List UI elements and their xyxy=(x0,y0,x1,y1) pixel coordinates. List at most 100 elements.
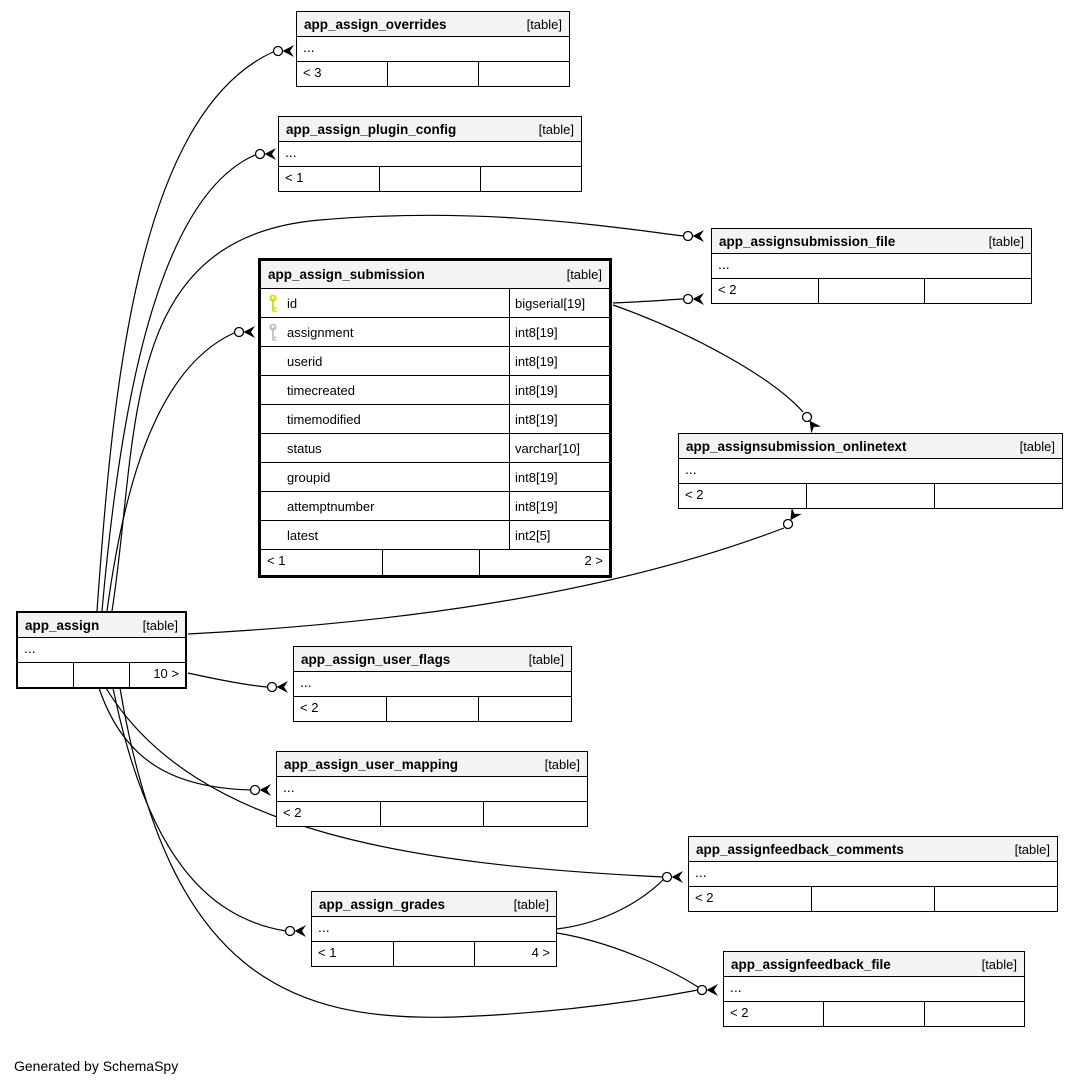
table-type-tag: [table] xyxy=(1019,438,1055,454)
column-row[interactable]: timemodified int8[19] xyxy=(261,405,609,434)
table-type-tag: [table] xyxy=(988,233,1024,249)
incoming-count: < 2 xyxy=(689,887,812,911)
column-name: timecreated xyxy=(287,382,355,398)
table-header[interactable]: app_assign_user_mapping [table] xyxy=(277,752,587,777)
table-app-assign-grades: app_assign_grades [table] ... < 1 4 > xyxy=(311,891,557,967)
relationship-count-row: < 2 xyxy=(712,279,1031,303)
relationship-edge xyxy=(101,154,256,612)
table-header[interactable]: app_assignfeedback_comments [table] xyxy=(689,837,1057,862)
incoming-count: < 2 xyxy=(294,697,387,721)
footer-cell xyxy=(824,1002,925,1026)
footer-cell xyxy=(380,167,481,191)
table-name[interactable]: app_assignsubmission_file xyxy=(719,233,896,249)
table-name[interactable]: app_assign_user_flags xyxy=(301,651,451,667)
column-row[interactable]: userid int8[19] xyxy=(261,347,609,376)
columns-ellipsis-row[interactable]: ... xyxy=(297,37,569,62)
table-name[interactable]: app_assign_overrides xyxy=(304,16,447,32)
table-name[interactable]: app_assign_plugin_config xyxy=(286,121,457,137)
outgoing-count: 10 > xyxy=(153,666,179,681)
column-row[interactable]: groupid int8[19] xyxy=(261,463,609,492)
columns-ellipsis-row[interactable]: ... xyxy=(279,142,581,167)
column-type: int8[19] xyxy=(509,347,609,375)
columns-ellipsis-row[interactable]: ... xyxy=(679,459,1062,484)
relationship-edge xyxy=(187,672,268,688)
relationship-edge xyxy=(612,298,684,304)
relationship-count-row: < 2 xyxy=(679,484,1062,508)
column-row[interactable]: assignment int8[19] xyxy=(261,318,609,347)
outgoing-count: 4 > xyxy=(531,945,551,960)
outgoing-count xyxy=(481,167,581,191)
table-name[interactable]: app_assign_grades xyxy=(319,896,446,912)
incoming-count: < 1 xyxy=(279,167,380,191)
footer-cell xyxy=(394,942,476,966)
zero-or-many-connector xyxy=(233,326,255,338)
relationship-edge xyxy=(556,878,665,930)
zero-or-many-connector xyxy=(254,148,276,160)
column-row[interactable]: id bigserial[19] xyxy=(261,289,609,318)
relationship-count-row: < 2 xyxy=(294,697,571,721)
table-header[interactable]: app_assign_user_flags [table] xyxy=(294,647,571,672)
table-app-assign-user-mapping: app_assign_user_mapping [table] ... < 2 xyxy=(276,751,588,827)
zero-or-many-connector xyxy=(266,681,288,693)
zero-or-many-connector xyxy=(249,784,271,796)
table-name[interactable]: app_assignfeedback_file xyxy=(731,956,891,972)
table-header[interactable]: app_assign [table] xyxy=(18,613,185,638)
column-name: status xyxy=(287,440,322,456)
table-name[interactable]: app_assign_submission xyxy=(268,267,425,282)
column-name: id xyxy=(287,295,298,311)
table-type-tag: [table] xyxy=(528,651,564,667)
table-header[interactable]: app_assignfeedback_file [table] xyxy=(724,952,1024,977)
columns-ellipsis-row[interactable]: ... xyxy=(294,672,571,697)
table-header[interactable]: app_assign_plugin_config [table] xyxy=(279,117,581,142)
footer-cell xyxy=(819,279,926,303)
table-header[interactable]: app_assign_submission [table] xyxy=(261,261,609,289)
table-app-assign-plugin-config: app_assign_plugin_config [table] ... < 1 xyxy=(278,116,582,192)
foreign-key-icon xyxy=(268,323,278,342)
generated-by-label: Generated by SchemaSpy xyxy=(14,1058,179,1074)
columns-ellipsis-row[interactable]: ... xyxy=(712,254,1031,279)
outgoing-count xyxy=(925,279,1031,303)
table-name[interactable]: app_assign xyxy=(25,617,100,633)
zero-or-many-connector xyxy=(801,411,822,434)
footer-cell xyxy=(387,697,480,721)
column-name: assignment xyxy=(287,324,354,340)
table-header[interactable]: app_assignsubmission_onlinetext [table] xyxy=(679,434,1062,459)
table-header[interactable]: app_assignsubmission_file [table] xyxy=(712,229,1031,254)
relationship-count-row: < 2 xyxy=(724,1002,1024,1026)
column-type: int8[19] xyxy=(509,376,609,404)
columns-ellipsis-row[interactable]: ... xyxy=(312,917,556,942)
table-name[interactable]: app_assignfeedback_comments xyxy=(696,841,904,857)
table-name[interactable]: app_assignsubmission_onlinetext xyxy=(686,438,907,454)
column-name: groupid xyxy=(287,469,331,485)
table-header[interactable]: app_assign_grades [table] xyxy=(312,892,556,917)
table-app-assign-user-flags: app_assign_user_flags [table] ... < 2 xyxy=(293,646,572,722)
columns-ellipsis-row[interactable]: ... xyxy=(689,862,1057,887)
footer-cell xyxy=(383,550,481,575)
table-app-assignfeedback-file: app_assignfeedback_file [table] ... < 2 xyxy=(723,951,1025,1027)
column-type: int8[19] xyxy=(509,492,609,520)
table-type-tag: [table] xyxy=(544,756,580,772)
table-name[interactable]: app_assign_user_mapping xyxy=(284,756,459,772)
table-app-assign: app_assign [table] ... 10 > xyxy=(16,611,187,689)
columns-ellipsis-row[interactable]: ... xyxy=(724,977,1024,1002)
incoming-count: < 1 xyxy=(312,942,394,966)
relationship-edge xyxy=(612,304,804,413)
column-name: attemptnumber xyxy=(287,498,375,514)
table-type-tag: [table] xyxy=(538,121,574,137)
column-row[interactable]: status varchar[10] xyxy=(261,434,609,463)
column-row[interactable]: timecreated int8[19] xyxy=(261,376,609,405)
columns-ellipsis-row[interactable]: ... xyxy=(277,777,587,802)
table-type-tag: [table] xyxy=(981,956,1017,972)
zero-or-many-connector xyxy=(284,925,306,937)
incoming-count: < 1 xyxy=(261,550,383,575)
column-row[interactable]: latest int2[5] xyxy=(261,521,609,550)
incoming-count: < 3 xyxy=(297,62,388,86)
columns-ellipsis-row[interactable]: ... xyxy=(18,638,185,663)
column-type: int8[19] xyxy=(509,463,609,491)
table-type-tag: [table] xyxy=(1014,841,1050,857)
relationship-edge xyxy=(556,932,699,988)
table-header[interactable]: app_assign_overrides [table] xyxy=(297,12,569,37)
incoming-count xyxy=(18,663,74,687)
column-row[interactable]: attemptnumber int8[19] xyxy=(261,492,609,521)
